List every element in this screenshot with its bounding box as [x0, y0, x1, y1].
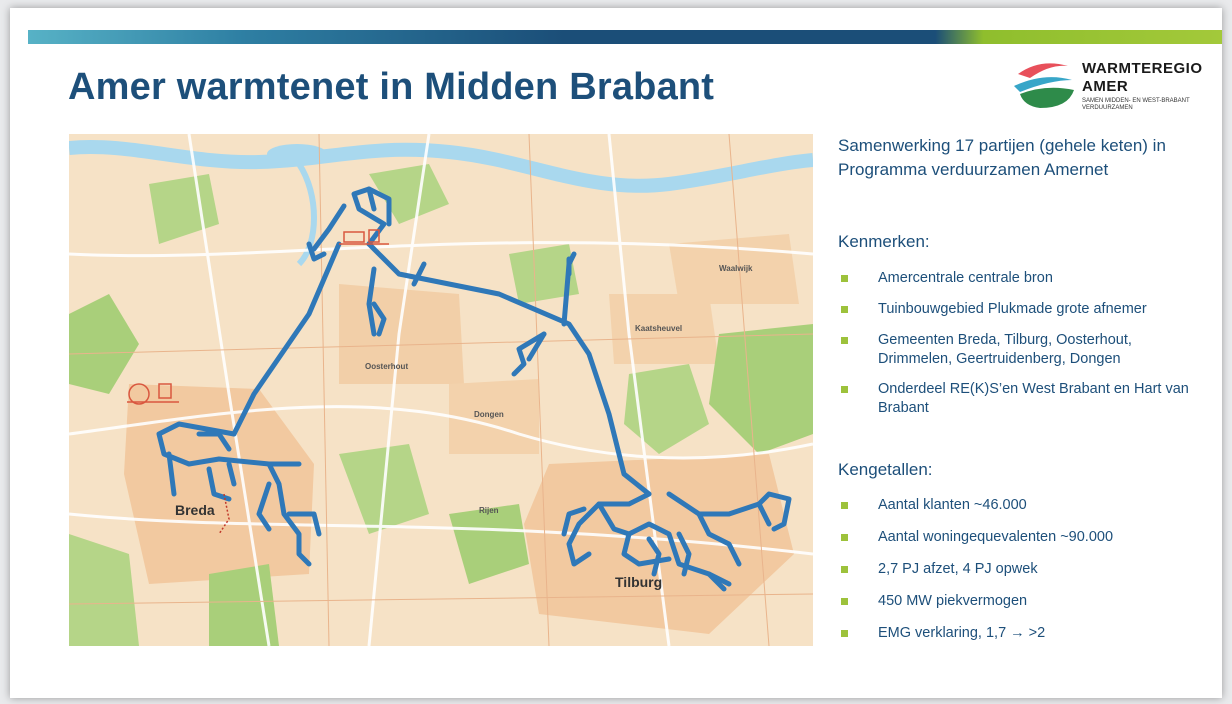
logo-text-line1: WARMTEREGIO	[1082, 60, 1203, 77]
bullet-icon	[841, 386, 848, 393]
network-map: Breda Tilburg Oosterhout Dongen Rijen Ka…	[69, 134, 813, 646]
bullet-icon	[841, 337, 848, 344]
bullet-icon	[841, 275, 848, 282]
slide-title: Amer warmtenet in Midden Brabant	[68, 66, 715, 108]
logo-text-line2: AMER	[1082, 78, 1129, 95]
logo-icon	[1014, 63, 1074, 108]
city-label-tilburg: Tilburg	[615, 574, 663, 590]
intro-text: Samenwerking 17 partijen (gehele keten) …	[838, 136, 1166, 179]
town-label-waalwijk: Waalwijk	[719, 264, 753, 273]
logo: WARMTEREGIO AMER SAMEN MIDDEN- EN WEST-B…	[1010, 52, 1220, 128]
bullet-icon	[841, 598, 848, 605]
bullet-icon	[841, 502, 848, 509]
bullet-icon	[841, 534, 848, 541]
town-label-kaatsheuvel: Kaatsheuvel	[635, 324, 683, 333]
town-label-oosterhout: Oosterhout	[365, 362, 409, 371]
city-label-breda: Breda	[175, 502, 215, 518]
header-bar	[28, 30, 1222, 44]
bullet-icon	[841, 306, 848, 313]
town-label-dongen: Dongen	[474, 410, 504, 419]
town-label-rijen: Rijen	[479, 506, 499, 515]
map-graphic	[69, 134, 813, 646]
kengetallen-heading: Kengetallen:	[838, 460, 933, 479]
kenmerken-heading: Kenmerken:	[838, 232, 930, 251]
bullet-icon	[841, 630, 848, 637]
slide: Amer warmtenet in Midden Brabant WARMTER…	[10, 8, 1222, 698]
bullet-icon	[841, 566, 848, 573]
logo-tagline: SAMEN MIDDEN- EN WEST-BRABANT VERDUURZAM…	[1082, 98, 1190, 111]
